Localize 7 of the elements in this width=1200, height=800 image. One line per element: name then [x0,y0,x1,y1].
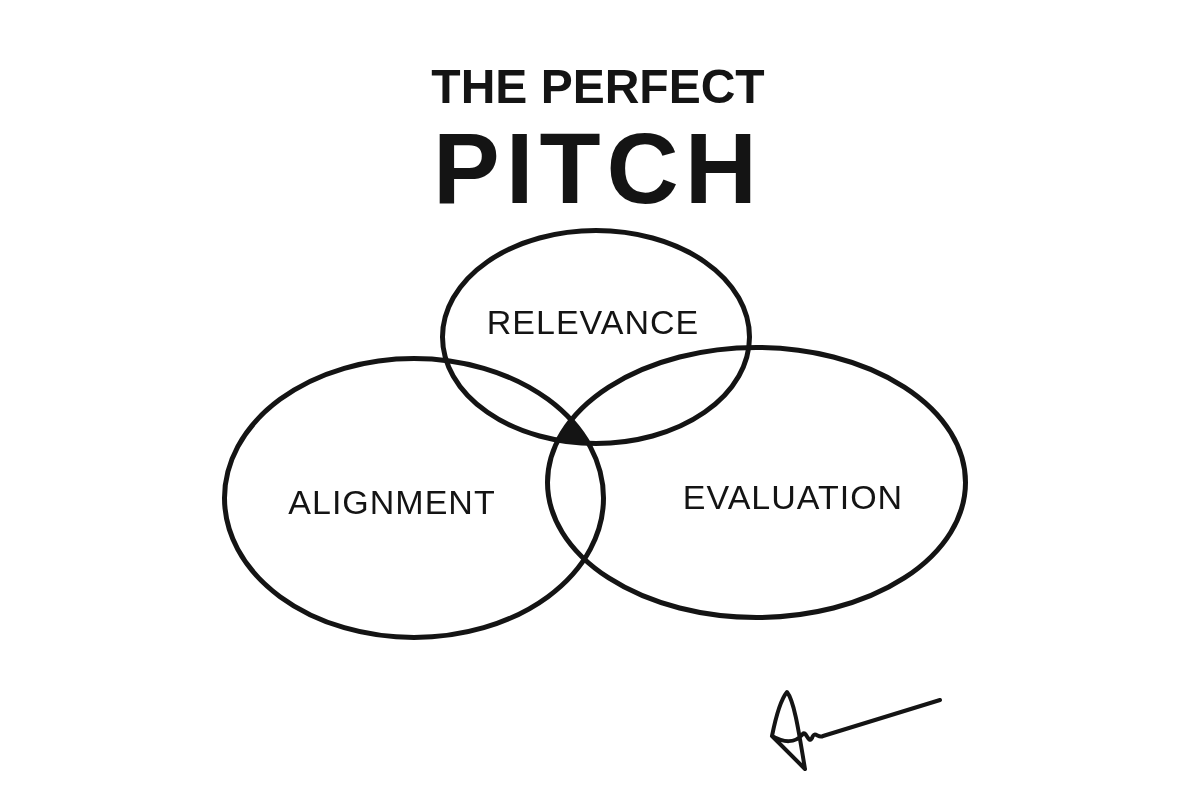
venn-ellipse [440,228,752,446]
venn-ellipse [545,345,968,620]
ellipse-label: ALIGNMENT [288,482,496,522]
venn-ellipse [222,356,606,640]
ellipse-label: EVALUATION [682,477,904,517]
ellipse-label: RELEVANCE [486,302,700,342]
title: THE PERFECT PITCH [430,59,766,218]
